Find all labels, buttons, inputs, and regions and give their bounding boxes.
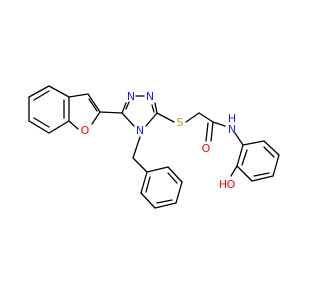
- bond: [154, 102, 158, 114]
- bond: [205, 122, 209, 142]
- bond: [236, 165, 253, 182]
- bond: [132, 157, 148, 173]
- bond: [125, 101, 130, 110]
- bond: [251, 175, 274, 182]
- carbonyl-oxygen: O: [202, 142, 211, 155]
- bond: [99, 111, 123, 114]
- bond: [140, 192, 156, 209]
- bond: [210, 121, 214, 142]
- bond: [167, 172, 178, 184]
- molecule-structure-diagram: N N N O S O N H H O: [0, 0, 300, 300]
- bond: [68, 120, 79, 130]
- bond: [121, 112, 135, 127]
- bond: [230, 165, 238, 177]
- bond: [48, 120, 70, 134]
- bond: [146, 166, 169, 173]
- amide-hydrogen-symbol: H: [228, 112, 236, 125]
- bond: [263, 146, 275, 158]
- bond: [88, 98, 98, 112]
- bond: [28, 120, 50, 134]
- bond: [28, 85, 50, 98]
- bond: [272, 154, 280, 177]
- triazole-nitrogen-2: N: [146, 90, 154, 103]
- bond: [121, 102, 127, 114]
- bond: [236, 144, 244, 167]
- triazole-nitrogen-1: N: [127, 90, 135, 103]
- bond: [151, 104, 155, 113]
- bond: [175, 181, 183, 204]
- bond: [156, 112, 175, 123]
- bonds: [28, 85, 280, 209]
- bond: [212, 121, 226, 127]
- bond: [263, 140, 280, 156]
- bond: [198, 112, 214, 123]
- bond: [91, 111, 101, 125]
- furan-oxygen: O: [81, 124, 90, 137]
- thioether-sulfur: S: [177, 116, 184, 129]
- bond: [185, 112, 200, 123]
- hydroxyl-hydrogen-symbol: H: [219, 178, 227, 191]
- amide-nitrogen-symbol: N: [228, 123, 236, 136]
- bond: [33, 90, 50, 101]
- canvas-background: [0, 0, 300, 300]
- bond: [140, 171, 148, 194]
- bond: [156, 199, 173, 204]
- bond: [145, 112, 158, 127]
- bond: [87, 93, 101, 113]
- bond: [132, 136, 141, 159]
- bond: [33, 117, 50, 128]
- bond: [154, 202, 177, 209]
- atom-labels: N N N O S O N H H O: [81, 90, 236, 191]
- bond: [234, 132, 244, 146]
- hydroxyl-oxygen-symbol: O: [227, 178, 236, 191]
- bond: [241, 149, 248, 166]
- bond: [145, 176, 151, 193]
- bond: [253, 172, 270, 177]
- bond: [242, 140, 265, 146]
- bond: [48, 85, 70, 98]
- bond: [68, 93, 89, 98]
- bond: [167, 166, 183, 183]
- triazole-nitrogen-4: N: [136, 124, 144, 137]
